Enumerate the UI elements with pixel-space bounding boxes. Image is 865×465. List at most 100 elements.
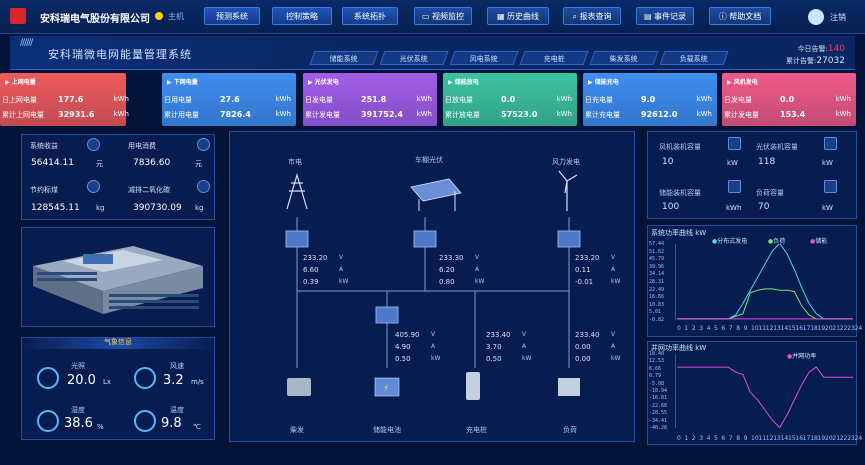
x-tick-label: 4 <box>706 435 711 442</box>
chart-title-text: 系统功率曲线 <box>651 229 693 237</box>
reading-value: 0.39 <box>303 278 319 286</box>
y-tick-label: 57.44 <box>649 241 665 247</box>
user-avatar-icon[interactable] <box>808 9 824 25</box>
series-line <box>677 288 853 320</box>
title-decoration: ////// <box>20 38 33 48</box>
consumption-icon <box>197 138 210 151</box>
x-tick-label: 2 <box>691 435 696 442</box>
x-tick-label: 1 <box>684 435 689 442</box>
logout-link[interactable]: 注销 <box>830 13 846 22</box>
cap-pv-label: 光伏装机容量 <box>756 143 798 151</box>
weather-value-light: 20.0 <box>67 373 96 388</box>
x-tick-label: 3 <box>699 325 704 332</box>
nav-report-button[interactable]: ⌕ 报表查询 <box>563 7 621 25</box>
alarm-total-value: 27032 <box>816 56 845 66</box>
stat-co2-label: 减排二氧化碳 <box>128 186 170 194</box>
reading-unit: kW <box>431 355 441 362</box>
card-daily-value: 9.0 <box>641 95 656 104</box>
reading-value: 233.20 <box>303 254 328 262</box>
weather-unit-temp: ℃ <box>193 423 201 431</box>
y-tick-label: 0.79 <box>649 373 662 380</box>
weather-label-wind: 风速 <box>170 362 184 370</box>
nav-events-label: 事件记录 <box>654 12 687 21</box>
x-tick-label: 22 <box>839 325 848 332</box>
reading-unit: A <box>522 343 527 350</box>
card-daily-unit: kWh <box>835 95 851 103</box>
card-title: ▶ 下网电量 <box>167 79 198 86</box>
reading-value: 6.60 <box>303 266 319 274</box>
tab-storage-label: 储能系统 <box>329 55 358 63</box>
y-tick-label: -10.94 <box>649 388 668 394</box>
tab-pv[interactable]: 光伏系统 <box>379 51 449 65</box>
tab-storage[interactable]: 储能系统 <box>309 51 379 65</box>
svg-text:⚡: ⚡ <box>383 384 389 394</box>
weather-unit-wind: m/s <box>191 378 204 386</box>
x-tick-label: 5 <box>714 435 718 442</box>
stats-panel <box>21 134 215 220</box>
card-total-unit: kWh <box>556 110 572 118</box>
card-daily-label: 日用电量 <box>164 96 192 104</box>
y-tick-label: -16.81 <box>649 395 668 402</box>
reading-unit: A <box>611 266 616 273</box>
reading-value: 233.40 <box>486 331 511 339</box>
nav-video-label: 视频监控 <box>432 12 465 21</box>
alarm-today-label: 今日告警: <box>797 45 828 53</box>
y-tick-label: 10.83 <box>649 301 665 308</box>
x-tick-label: 8 <box>736 325 741 332</box>
reading-unit: V <box>431 331 436 338</box>
card-total-unit: kWh <box>416 110 432 118</box>
tab-charger[interactable]: 充电桩 <box>519 51 589 65</box>
card-total-value: 7826.4 <box>220 110 251 119</box>
x-tick-label: 17 <box>802 435 811 442</box>
reading-unit: kW <box>611 278 621 285</box>
x-tick-label: 18 <box>810 325 818 332</box>
nav-help-button[interactable]: ⓘ 帮助文档 <box>709 7 771 25</box>
chart-plot <box>675 244 853 320</box>
cap-storage-unit: kWh <box>726 204 742 212</box>
x-tick-label: 9 <box>743 435 748 442</box>
stat-coal-value: 128545.11 <box>31 203 80 213</box>
weather-label-humidity: 湿度 <box>71 406 85 414</box>
reading-unit: V <box>339 254 344 261</box>
card-title: ▶ 风机发电 <box>727 79 758 86</box>
cap-wind-value: 10 <box>662 157 674 167</box>
host-status-icon <box>155 12 163 20</box>
tab-load[interactable]: 负载系统 <box>659 51 729 65</box>
alarm-summary: 今日告警:140 累计告警:27032 <box>786 43 845 67</box>
card-daily-label: 日发电量 <box>305 96 333 104</box>
x-tick-label: 24 <box>854 435 863 442</box>
capacity-panel <box>647 131 857 219</box>
stat-consumption-unit: 元 <box>195 160 202 168</box>
building-image <box>33 246 203 314</box>
nav-events-button[interactable]: ▤ 事件记录 <box>636 7 694 25</box>
tab-diesel[interactable]: 柴发系统 <box>589 51 659 65</box>
nav-control-strategy-button[interactable]: 控制策略 <box>272 7 332 25</box>
nav-topology-button[interactable]: 系统拓扑 <box>342 7 398 25</box>
y-tick-label: -28.55 <box>649 410 668 417</box>
stat-co2-unit: kg <box>195 204 204 212</box>
x-tick-label: 19 <box>817 435 826 442</box>
nav-history-button[interactable]: ▦ 历史曲线 <box>487 7 549 25</box>
cap-wind-unit: kW <box>727 159 738 167</box>
company-name: 安科瑞电气股份有限公司 <box>40 14 150 25</box>
x-tick-label: 0 <box>677 325 681 332</box>
card-total-value: 153.4 <box>780 110 806 119</box>
x-tick-label: 0 <box>677 435 681 442</box>
diesel-generator-icon <box>287 378 311 396</box>
alarm-today-value: 140 <box>827 44 845 54</box>
x-tick-label: 8 <box>736 435 741 442</box>
weather-unit-light: Lx <box>103 378 112 386</box>
x-tick-label: 12 <box>765 435 774 442</box>
nav-forecast-button[interactable]: 预测系统 <box>204 7 260 25</box>
nav-video-button[interactable]: ▭ 视频监控 <box>414 7 472 25</box>
reading-unit: kW <box>522 355 532 362</box>
storage-capacity-icon <box>728 180 741 193</box>
stat-coal-unit: kg <box>96 204 105 212</box>
reading-value: 6.20 <box>439 266 455 274</box>
reading-value: 233.20 <box>575 254 600 262</box>
x-tick-label: 13 <box>773 435 781 442</box>
tab-diesel-label: 柴发系统 <box>609 55 638 63</box>
tab-wind[interactable]: 风电系统 <box>449 51 519 65</box>
